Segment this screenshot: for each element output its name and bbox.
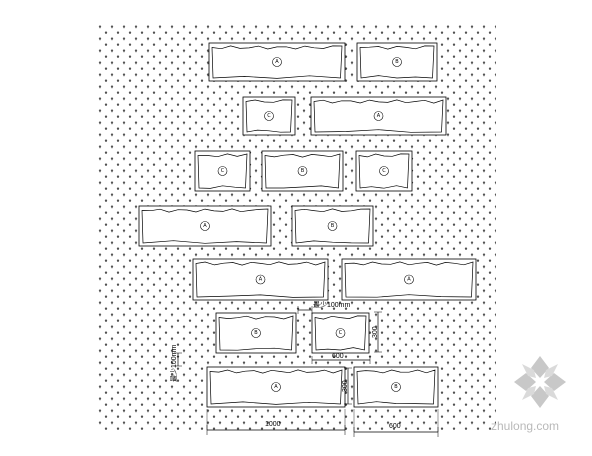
- bottom-width-left-dimension: 1000: [206, 409, 346, 435]
- slab-stone-edge: [209, 369, 343, 405]
- slab-stone-edge: [264, 153, 341, 189]
- paving-slab: A: [138, 205, 272, 247]
- paving-slab: A: [208, 42, 346, 82]
- slab-type-label: C: [221, 168, 225, 174]
- watermark-text: zhulong.com: [491, 419, 559, 433]
- slab-type-label: A: [259, 277, 263, 283]
- slab-stone-edge: [294, 208, 371, 244]
- paving-slab: C: [242, 96, 296, 136]
- watermark: zhulong.com: [491, 356, 566, 433]
- slab-layer: A B C A C B C A B A A B C A B: [138, 42, 477, 408]
- slab-type-marker: [373, 111, 384, 121]
- bottom-width-right-label: 600: [389, 423, 401, 430]
- slab-stone-edge: [195, 261, 326, 298]
- slab-stone-edge: [358, 153, 410, 189]
- slab-type-label: B: [301, 168, 305, 174]
- paving-slab: A: [192, 258, 329, 301]
- slab-type-label: A: [275, 59, 279, 65]
- slab-type-label: B: [254, 330, 258, 336]
- bottom-height-label: 300: [342, 380, 349, 392]
- paving-slab: B: [291, 205, 374, 247]
- paving-slab: B: [353, 366, 439, 408]
- paving-slab: B: [261, 150, 344, 192]
- slab-stone-edge: [211, 45, 343, 79]
- slab-type-marker: [251, 328, 261, 338]
- bottom-height-dimension: 300: [342, 367, 352, 405]
- slab-stone-edge: [245, 99, 293, 133]
- paving-slab: C: [194, 150, 251, 192]
- bottom-width-right-dimension: 600: [353, 409, 439, 437]
- slab-type-label: C: [267, 113, 271, 119]
- slab-type-marker: [217, 166, 228, 176]
- slab-type-label: A: [407, 277, 411, 283]
- bottom-width-left-label: 1000: [265, 421, 281, 428]
- slab-stone-edge: [344, 261, 474, 298]
- slab-type-label: C: [382, 168, 386, 174]
- dimension-annotations: 最少100mm 300 600 最少100mm 300: [170, 301, 439, 437]
- slab-stone-edge: [356, 369, 436, 405]
- slab-type-label: B: [395, 59, 399, 65]
- gap-horizontal-label: 最少100mm: [313, 301, 351, 309]
- slab-type-marker: [272, 57, 282, 67]
- slab-type-label: C: [339, 330, 343, 336]
- paving-slab: B: [356, 42, 438, 82]
- paving-slab: A: [206, 366, 346, 408]
- slab-type-marker: [297, 166, 308, 176]
- slab-type-label: B: [394, 384, 398, 390]
- slab-stone-edge: [359, 45, 435, 79]
- slab-type-marker: [271, 382, 281, 392]
- gap-vertical-label: 最少100mm: [170, 344, 178, 382]
- slab-type-label: A: [203, 223, 207, 229]
- slab-type-label: A: [377, 113, 381, 119]
- paving-slab: B: [215, 312, 297, 354]
- slab-stone-edge: [197, 153, 248, 189]
- slab-type-marker: [200, 221, 210, 231]
- slab-stone-edge: [218, 315, 294, 351]
- slab-type-marker: [255, 274, 266, 285]
- slab-type-marker: [391, 382, 401, 392]
- slab-type-marker: [379, 166, 389, 176]
- slab-stone-edge: [313, 99, 444, 133]
- slab-type-label: A: [274, 384, 278, 390]
- sample-height-label: 300: [372, 326, 379, 338]
- slab-type-marker: [327, 221, 338, 231]
- slab-type-marker: [264, 111, 274, 121]
- slab-type-marker: [392, 57, 402, 67]
- gap-vertical-dimension: 最少100mm: [170, 344, 182, 382]
- sample-width-label: 600: [332, 353, 344, 360]
- paving-slab: A: [310, 96, 447, 136]
- slab-type-marker: [404, 274, 414, 285]
- slab-stone-edge: [141, 208, 269, 244]
- slab-type-label: B: [331, 223, 335, 229]
- paving-slab: C: [311, 312, 370, 354]
- gap-horizontal-dimension: 最少100mm: [297, 301, 351, 314]
- slab-stone-edge: [314, 315, 367, 351]
- slab-type-marker: [335, 328, 346, 338]
- zhulong-logo-icon: [514, 356, 566, 408]
- paving-slab: C: [355, 150, 413, 192]
- paving-slab: A: [341, 258, 477, 301]
- sample-width-dimension: 600: [311, 353, 371, 364]
- sample-height-dimension: 300: [372, 311, 382, 353]
